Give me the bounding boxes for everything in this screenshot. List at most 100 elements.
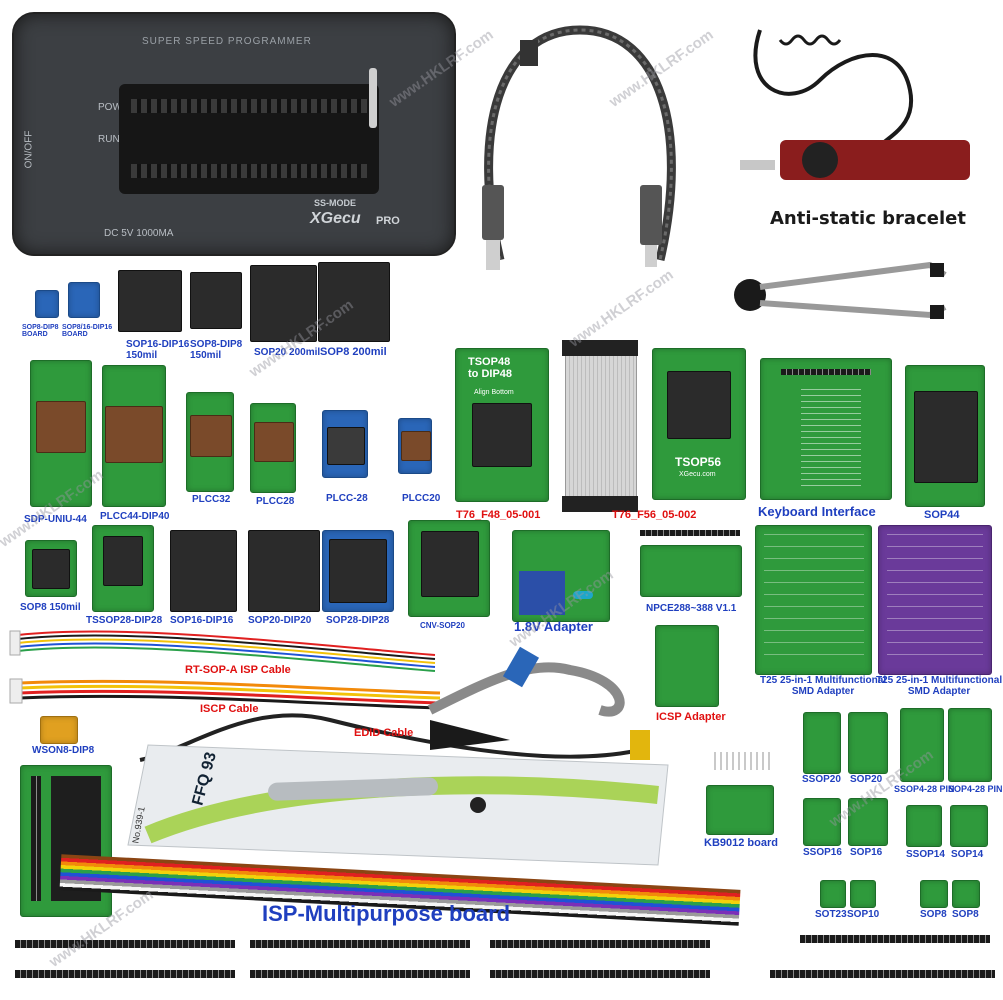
tsop48-align: Align Bottom: [474, 389, 514, 396]
pin-header-7: [800, 935, 990, 943]
sop16-dip16-socket: [170, 530, 237, 612]
label-sop8-150: SOP8 150mil: [20, 602, 81, 613]
keyboard-interface-board: [760, 358, 892, 500]
programmer-top-text: SUPER SPEED PROGRAMMER: [142, 36, 312, 47]
sop20-board: [848, 712, 888, 774]
label-rt-sop-a: RT-SOP-A ISP Cable: [185, 664, 291, 676]
edid-cable: [139, 646, 650, 762]
label-plcc-28: PLCC-28: [326, 493, 368, 504]
ssop4-28-board: [900, 708, 944, 782]
label-sop16-dip16-150: SOP16-DIP16 150mil: [126, 339, 190, 361]
label-sop8-200: SOP8 200mil: [320, 346, 387, 358]
adapter-1-8v-board: [512, 530, 610, 622]
tsop56-title: TSOP56: [675, 455, 722, 469]
label-sdp-uniu-44: SDP-UNIU-44: [24, 514, 87, 525]
label-t76-f56: T76_F56_05-002: [612, 509, 697, 521]
pin-header-6: [490, 970, 710, 978]
label-sop14: SOP14: [951, 849, 984, 860]
label-sop28-dip28: SOP28-DIP28: [326, 615, 390, 626]
anti-static-label: Anti-static bracelet: [770, 208, 966, 229]
label-plcc20: PLCC20: [402, 493, 441, 504]
tsop48-title: TSOP48 to DIP48: [468, 356, 513, 380]
pin-header-3: [250, 940, 470, 948]
label-tssop28-dip28: TSSOP28-DIP28: [86, 615, 163, 626]
label-sop10: SOP10: [847, 909, 880, 920]
ssop20-board: [803, 712, 841, 774]
programmer-device: SUPER SPEED PROGRAMMER ON/OFF POW RUN SS…: [12, 12, 456, 256]
plcc20-board: [398, 418, 432, 474]
t25-purple-board: [878, 525, 992, 675]
programmer-side-text: ON/OFF: [23, 130, 35, 169]
label-plcc44-dip40: PLCC44-DIP40: [100, 511, 170, 522]
sop8-board-b: [952, 880, 980, 908]
ssop16-board: [803, 798, 841, 846]
ssop14-board: [906, 805, 942, 847]
sop8-dip8-board: [35, 290, 59, 318]
sop8-200-socket: [318, 262, 390, 342]
label-npce288: NPCE288~388 V1.1: [646, 603, 737, 614]
label-sop16-dip16: SOP16-DIP16: [170, 615, 234, 626]
label-sop20-200: SOP20 200mil: [254, 347, 321, 358]
label-t76-f48: T76_F48_05-001: [456, 509, 541, 521]
label-ssop16: SSOP16: [803, 847, 842, 858]
label-sop4-28: SOP4-28 PIN: [948, 784, 1003, 794]
label-sop8-dip8-board: SOP8-DIP8 BOARD: [22, 324, 59, 339]
sop28-dip28-board: [322, 530, 394, 612]
label-sop8-b: SOP8: [952, 909, 979, 920]
label-edid-cable: EDID Cable: [354, 727, 414, 739]
label-ssop4-28: SSOP4-28 PIN: [894, 784, 955, 794]
cnv-sop20-board: [408, 520, 490, 617]
pin-header-8: [770, 970, 995, 978]
kb9012-board: [706, 785, 774, 835]
label-kb9012: KB9012 board: [704, 837, 778, 849]
label-iscp-cable: ISCP Cable: [200, 703, 259, 715]
label-cnv-sop20: CNV-SOP20: [420, 621, 465, 630]
power-rating-text: DC 5V 1000MA: [104, 228, 174, 239]
usb-cable: [482, 25, 676, 270]
label-isp-multipurpose: ISP-Multipurpose board: [262, 901, 511, 926]
label-sop8: SOP8: [920, 909, 947, 920]
sop16-dip16-150-socket: [118, 270, 182, 332]
npce-header-pins: [640, 530, 740, 536]
sop16-board: [848, 798, 888, 846]
sop20-dip20-socket: [248, 530, 320, 612]
sop4-28-board: [948, 708, 992, 782]
zif-socket: [119, 68, 379, 194]
wson8-dip8-board: [40, 716, 78, 744]
sop20-200-socket: [250, 265, 317, 342]
programmer-mode: SS-MODE: [314, 198, 357, 208]
sop8-dip8-150-socket: [190, 272, 242, 329]
isp-multipurpose-board: [20, 765, 112, 917]
programmer-brand: XGecu: [310, 210, 361, 227]
iscp-cable: [9, 678, 441, 710]
kb9012-pins: [714, 752, 774, 770]
label-ssop14: SSOP14: [906, 849, 945, 860]
pin-header-2: [15, 970, 235, 978]
npce288-board: [640, 545, 742, 597]
label-wson8: WSON8-DIP8: [32, 745, 95, 756]
icsp-adapter-board: [655, 625, 719, 707]
label-keyboard-interface: Keyboard Interface: [758, 504, 876, 519]
label-plcc28: PLCC28: [256, 496, 295, 507]
label-sot23: SOT23: [815, 909, 847, 920]
pin-header-4: [250, 970, 470, 978]
label-plcc32: PLCC32: [192, 494, 231, 505]
label-t25-purple: T25 25-in-1 Multifunctional SMD Adapter: [876, 675, 1003, 697]
label-1-8v-adapter: 1.8V Adapter: [514, 619, 593, 634]
label-ssop20: SSOP20: [802, 774, 841, 785]
rt-sop-a-cable: [9, 630, 436, 672]
sop8-board-a: [920, 880, 948, 908]
t25-green-board: [755, 525, 872, 675]
sop14-board: [950, 805, 988, 847]
anti-static-bracelet: [740, 29, 970, 180]
tsop56-board: TSOP56 XGecu.com: [652, 348, 746, 500]
label-sop20: SOP20: [850, 774, 883, 785]
label-icsp-adapter: ICSP Adapter: [656, 711, 726, 723]
pin-header-1: [15, 940, 235, 948]
sop16-dip16-board: [68, 282, 100, 318]
tssop28-dip28-board: [92, 525, 154, 612]
ribbon-cable-grey: [562, 340, 638, 512]
plcc32-board: [186, 392, 234, 492]
label-sop44: SOP44: [924, 509, 960, 521]
sop44-board: [905, 365, 985, 507]
